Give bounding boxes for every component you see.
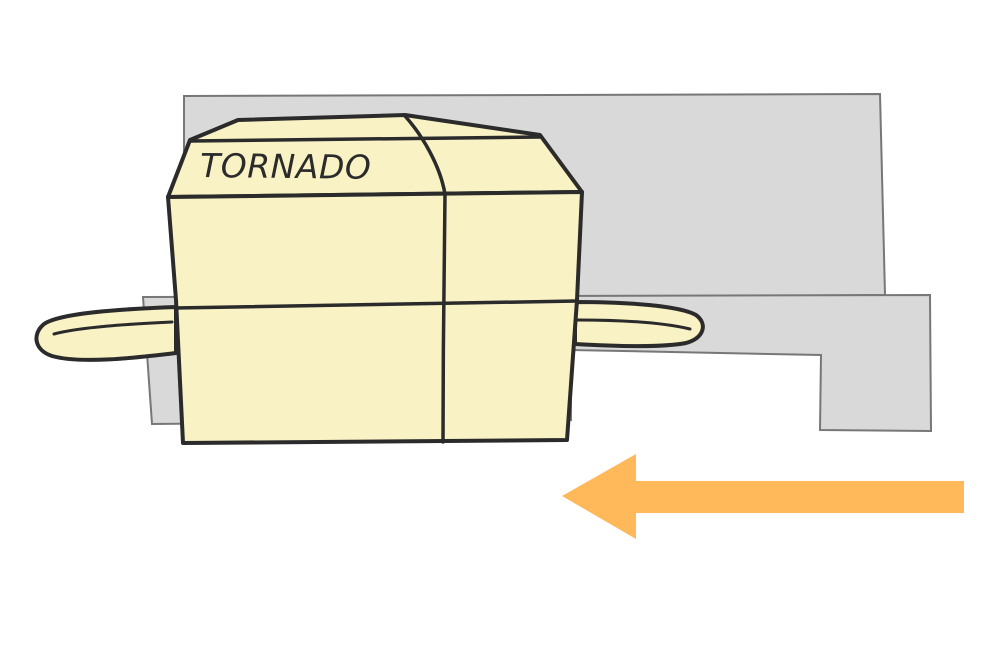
strap-left xyxy=(34,305,178,362)
box-front xyxy=(166,190,584,445)
strap-right-inner-line xyxy=(576,318,692,331)
box-strap-vertical-top xyxy=(403,114,447,196)
strap-right xyxy=(573,300,705,349)
strap-left-inner-line xyxy=(52,320,174,336)
box-strap-horizontal xyxy=(173,299,579,310)
box-label: TORNADO xyxy=(200,146,372,187)
box-strap-vertical-front xyxy=(441,192,447,444)
box-lid-edge xyxy=(188,135,542,143)
arrow-left-icon xyxy=(562,454,964,539)
